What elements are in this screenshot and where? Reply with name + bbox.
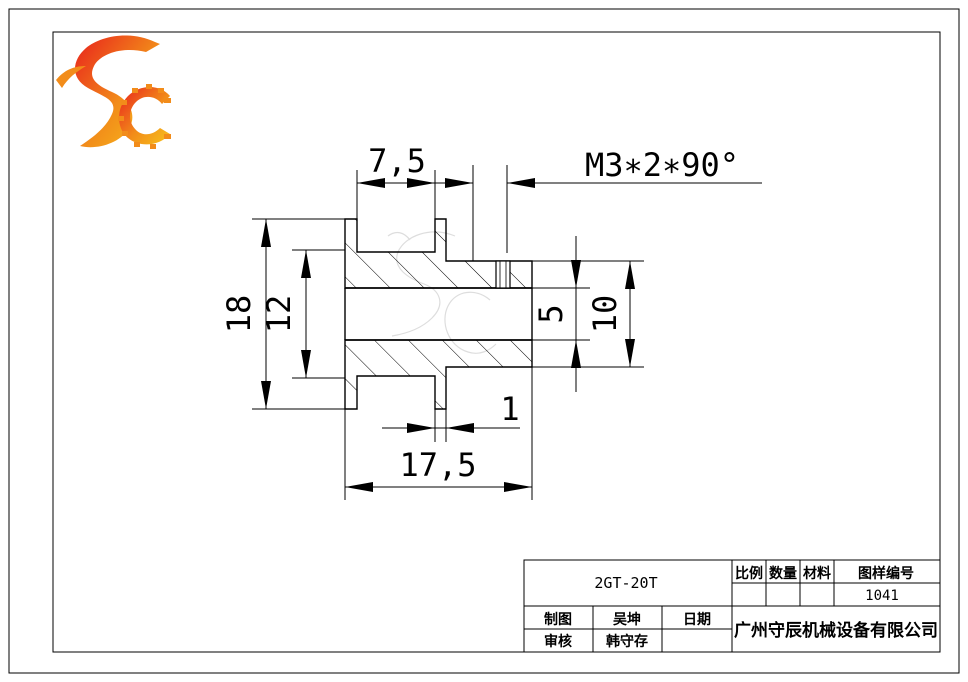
drawn-by: 吴坤 xyxy=(613,611,641,628)
dim-flange-width-label: 7,5 xyxy=(368,142,426,180)
outer-border xyxy=(8,8,960,674)
drawing-number: 1041 xyxy=(865,588,899,604)
logo-flame-icon xyxy=(56,66,86,88)
dim-set-screw xyxy=(472,165,762,261)
dim-flange-thickness xyxy=(382,409,520,442)
dim-bore-diameter-label: 5 xyxy=(532,304,570,323)
dim-total-length-label: 17,5 xyxy=(399,446,476,484)
company-name: 广州守辰机械设备有限公司 xyxy=(734,620,938,641)
set-screw-hole xyxy=(495,260,511,289)
dim-hub-bore-diameter xyxy=(532,260,644,368)
dim-outer-diameter xyxy=(252,218,345,410)
drawn-by-label: 制图 xyxy=(544,611,572,628)
drawing-number-label: 图样编号 xyxy=(858,565,914,582)
checked-by-label: 审核 xyxy=(544,633,572,650)
dim-set-screw-label: M3∗2∗90° xyxy=(585,146,739,184)
dim-bore-diameter xyxy=(532,236,590,392)
dim-flange-thickness-label: 1 xyxy=(500,390,519,428)
dim-outer-diameter-label: 18 xyxy=(220,295,258,334)
dim-total-length xyxy=(344,367,533,500)
title-block xyxy=(523,559,941,653)
quantity-label: 数量 xyxy=(769,565,797,582)
date-label: 日期 xyxy=(683,612,711,628)
part-name: 2GT-20T xyxy=(594,574,657,592)
checked-by: 韩守存 xyxy=(606,633,648,650)
company-logo xyxy=(56,35,171,149)
pulley-section xyxy=(344,218,533,410)
dim-flange-width xyxy=(356,170,473,219)
dim-hub-diameter-label: 12 xyxy=(260,295,298,334)
material-label: 材料 xyxy=(803,565,831,582)
dim-hub-diameter xyxy=(292,249,345,379)
logo-c-gear-icon xyxy=(119,87,170,145)
scale-label: 比例 xyxy=(735,565,763,582)
dim-hub-bore-diameter-label: 10 xyxy=(586,295,624,334)
inner-border xyxy=(52,31,941,653)
logo-s-icon xyxy=(75,35,160,148)
